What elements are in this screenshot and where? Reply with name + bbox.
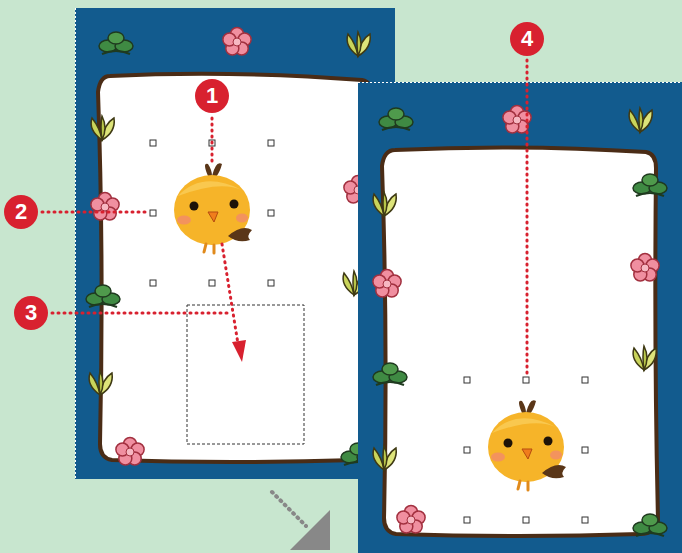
callout-number: 3: [14, 296, 48, 330]
callout-number: 1: [195, 79, 229, 113]
callout-number: 2: [4, 195, 38, 229]
callout-number: 4: [510, 22, 544, 56]
